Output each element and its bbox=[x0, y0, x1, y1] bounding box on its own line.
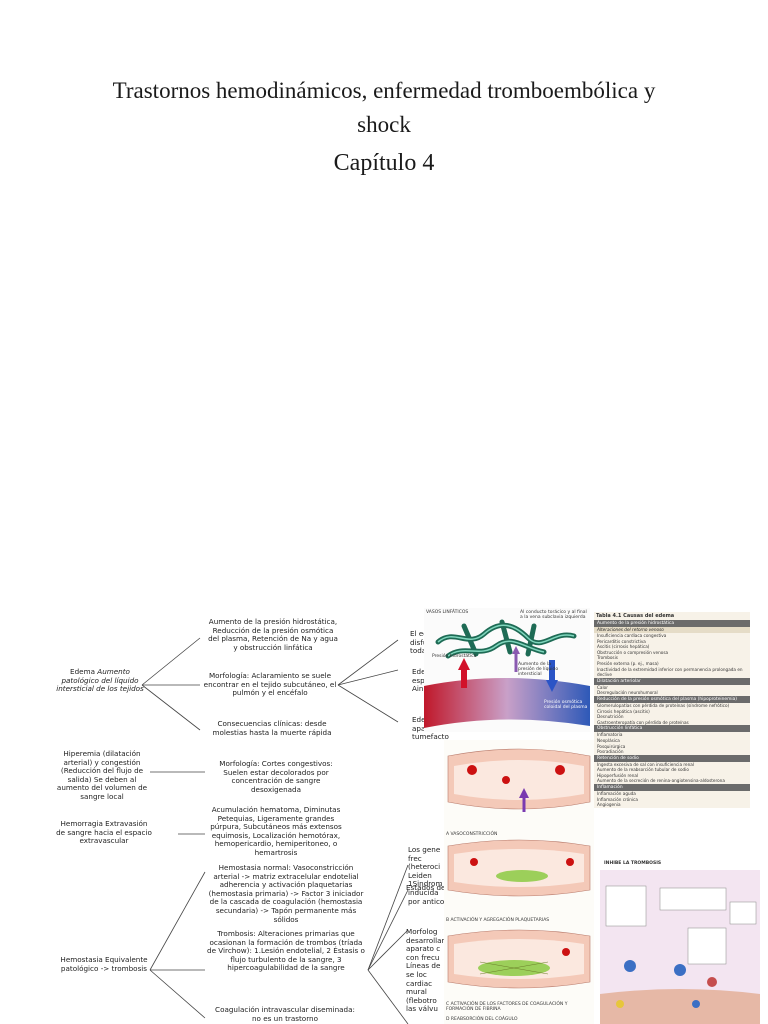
table-section-header: Obstrucción linfática bbox=[594, 725, 750, 733]
edema-clinical-node: Consecuencias clínicas: desde molestias … bbox=[212, 719, 332, 737]
hemostasis-stages-figure: A VASOCONSTRICCIÓN B ACTIVACIÓN Y AGREGA… bbox=[444, 740, 594, 1024]
table-section-header: Inflamación bbox=[594, 784, 750, 792]
concept-map-panel: Edema Aumento patológico del líquido int… bbox=[0, 600, 768, 1024]
table-section-header: Aumento de la presión hidrostática bbox=[594, 620, 750, 627]
edema-morphology-node: Morfología: Aclaramiento se suele encont… bbox=[203, 671, 337, 698]
table-row: Posquirúrgica bbox=[597, 743, 626, 749]
table-row: Insuficiencia cardíaca congestiva bbox=[597, 633, 667, 638]
table-row: Inactividad de la extremidad inferior co… bbox=[597, 666, 743, 678]
table-row: Ascitis (cirrosis hepática) bbox=[597, 644, 650, 650]
table-row: Inflamación aguda bbox=[597, 791, 636, 797]
thrombosis-node: Trombosis: Alteraciones primarias que oc… bbox=[207, 929, 365, 973]
arrow-left-label: Presión hidrostática bbox=[432, 654, 477, 659]
table-row: Pericarditis constrictiva bbox=[597, 638, 646, 644]
table-row: Trombosis bbox=[597, 655, 618, 661]
vaso-c-label: C ACTIVACIÓN DE LOS FACTORES DE COAGULAC… bbox=[446, 1002, 568, 1012]
table-row: Desnutrición bbox=[597, 714, 624, 720]
table-row: Glomerulopatías con pérdida de proteínas… bbox=[597, 702, 730, 708]
table-section-header: Dilatación arteriolar bbox=[594, 677, 750, 685]
hemostasis-root-node: Hemostasia Equivalente patológico -> tro… bbox=[60, 955, 148, 973]
lymph-note: Al conducto torácico y al final a la ven… bbox=[520, 610, 587, 620]
table-row: Gastroenteropatía con pérdida de proteín… bbox=[597, 719, 689, 725]
lymphatic-vessels-illustration bbox=[424, 619, 590, 728]
vaso-d-label: D REABSORCIÓN DEL COÁGULO bbox=[446, 1017, 518, 1022]
hyperemia-morphology-node: Morfología: Cortes congestivos: Suelen e… bbox=[219, 759, 333, 794]
table-row: Aumento de la reabsorción tubular de sod… bbox=[597, 767, 689, 773]
table-row: Inflamatoria bbox=[597, 732, 623, 738]
vaso-b-label: B ACTIVACIÓN Y AGREGACIÓN PLAQUETARIAS bbox=[446, 918, 550, 923]
table-row: Neoplásica bbox=[597, 737, 620, 743]
table-subheader: Alteraciones del retorno venoso bbox=[594, 627, 750, 633]
hemorrhage-desc-node: Acumulación hematoma, Diminutas Petequia… bbox=[210, 805, 342, 857]
table-row: Posradiación bbox=[597, 749, 624, 755]
cid-node: Coagulación intravascular diseminada: no… bbox=[215, 1005, 355, 1023]
title-line-2: shock bbox=[357, 112, 411, 137]
thrombosis-figure: INHIBE LA TROMBOSIS bbox=[600, 858, 760, 1024]
page-title: Trastornos hemodinámicos, enfermedad tro… bbox=[40, 74, 728, 142]
edema-causes-node: Aumento de la presión hidrostática, Redu… bbox=[208, 617, 338, 652]
hyperemia-root-node: Hiperemia (dilatación arterial) y conges… bbox=[56, 749, 148, 801]
right-genes-node: Los gene frec (heteroci Leiden 1Sindrom … bbox=[408, 845, 445, 906]
table-row: Angiogenia bbox=[597, 802, 621, 808]
table-row: Ingesta excesiva de sal con insuficienci… bbox=[597, 761, 694, 767]
edema-figure: VASOS LINFÁTICOS Al conducto torácico y … bbox=[424, 608, 590, 732]
vaso-a-label: A VASOCONSTRICCIÓN bbox=[446, 832, 498, 837]
table-row: Calor bbox=[597, 684, 608, 690]
connector-lines bbox=[141, 637, 409, 1024]
title-line-1: Trastornos hemodinámicos, enfermedad tro… bbox=[112, 78, 656, 103]
hemostasis-normal-node: Hemostasia normal: Vasoconstricción arte… bbox=[208, 863, 364, 924]
hemostasis-stages-illustration bbox=[447, 748, 591, 989]
edema-right-node-1: El ed disfunc todas bbox=[410, 629, 436, 656]
table-row: Cirrosis hepática (ascitis) bbox=[597, 708, 650, 714]
table-row: Obstrucción o compresión venosa bbox=[597, 649, 669, 655]
chapter-heading: Capítulo 4 bbox=[333, 150, 435, 176]
arrow-right-label: Presión osmótica coloidal del plasma bbox=[544, 700, 588, 710]
table-row: Aumento de la secreción de renina-angiot… bbox=[597, 778, 725, 784]
table-section-header: Retención de sodio bbox=[594, 754, 750, 762]
edema-desc: Aumento patológico del líquido interstic… bbox=[56, 667, 144, 694]
table-row: Inflamación crónica bbox=[597, 796, 638, 802]
table-section-header: Reducción de la presión osmótica del pla… bbox=[594, 695, 750, 703]
table-row: Desregulación neurohumoral bbox=[597, 690, 658, 696]
lymph-title: VASOS LINFÁTICOS bbox=[426, 610, 469, 615]
thrombo-title: INHIBE LA TROMBOSIS bbox=[604, 861, 662, 866]
edema-label: Edema bbox=[70, 667, 95, 676]
thrombosis-inhibition-illustration bbox=[600, 858, 760, 1024]
arrow-mid-label: Aumento de la presión de líquido interst… bbox=[518, 662, 559, 677]
hemorrhage-root-node: Hemorragia Extravasión de sangre hacia e… bbox=[56, 819, 152, 846]
right-estados-node: Estados de bbox=[406, 883, 446, 892]
right-morph-node: Morfolog desarrollar aparato c con frecu… bbox=[406, 927, 445, 1014]
table-row: Hipoperfusión renal bbox=[597, 772, 639, 778]
edema-causes-table: Tabla 4.1 Causas del edema Aumento de la… bbox=[594, 612, 750, 808]
table-caption: Tabla 4.1 Causas del edema bbox=[596, 613, 675, 619]
table-row: Presión externa (p. ej., masa) bbox=[597, 660, 659, 666]
edema-root-node: Edema Aumento patológico del líquido int… bbox=[52, 667, 148, 694]
